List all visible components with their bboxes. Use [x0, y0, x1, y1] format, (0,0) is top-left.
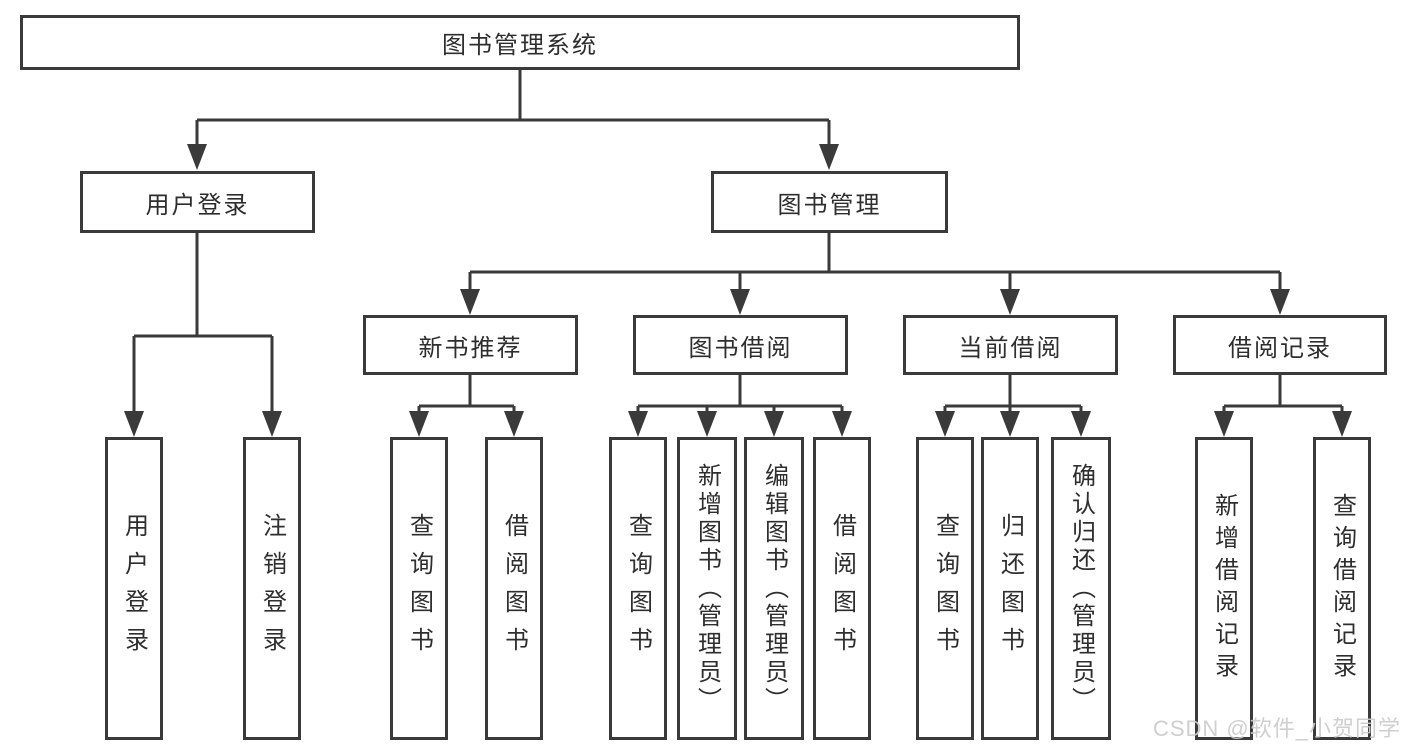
- leaf-label: 确认归还（管理员）: [1067, 462, 1095, 715]
- connector-new-book-recommend-to-leaves: [409, 375, 524, 437]
- node-borrow-records: 借阅记录: [1173, 315, 1387, 375]
- leaf-label: 归还图书: [996, 512, 1024, 665]
- leaf-label: 新增借阅记录: [1210, 492, 1238, 685]
- leaf-query-books-recommend: 查询图书: [390, 437, 448, 740]
- leaf-add-books-admin: 新增图书（管理员）: [677, 437, 737, 740]
- node-book-management: 图书管理: [711, 171, 948, 233]
- node-label: 图书管理系统: [442, 32, 598, 59]
- node-label: 图书管理: [777, 191, 882, 219]
- leaf-borrow-books-recommend: 借阅图书: [485, 437, 543, 740]
- node-user-login: 用户登录: [80, 171, 315, 233]
- leaf-label: 借阅图书: [828, 512, 856, 665]
- node-label: 借阅记录: [1228, 334, 1332, 362]
- csdn-watermark: CSDN @软件_小贺同学: [1152, 716, 1401, 741]
- connector-borrow-records-to-leaves: [1214, 375, 1352, 437]
- leaf-borrow-books: 借阅图书: [813, 437, 871, 740]
- connector-current-borrow-to-leaves: [935, 375, 1091, 437]
- leaf-label: 注销登录: [258, 512, 286, 665]
- node-label: 图书借阅: [688, 334, 793, 362]
- connector-book-borrow-to-leaves: [628, 375, 852, 437]
- node-label: 新书推荐: [418, 334, 523, 362]
- node-library-management-system: 图书管理系统: [20, 15, 1020, 70]
- node-new-book-recommend: 新书推荐: [363, 315, 578, 375]
- leaf-label: 新增图书（管理员）: [693, 462, 721, 715]
- leaf-label: 查询图书: [931, 512, 959, 665]
- leaf-edit-books-admin: 编辑图书（管理员）: [744, 437, 804, 740]
- leaf-label: 用户登录: [120, 512, 148, 665]
- leaf-label: 编辑图书（管理员）: [760, 462, 788, 715]
- leaf-label: 借阅图书: [500, 512, 528, 665]
- leaf-query-books-current: 查询图书: [916, 437, 974, 740]
- leaf-label: 查询图书: [405, 512, 433, 665]
- leaf-label: 查询借阅记录: [1328, 492, 1356, 685]
- leaf-label: 查询图书: [624, 512, 652, 665]
- node-current-borrow: 当前借阅: [903, 315, 1118, 375]
- node-label: 当前借阅: [958, 334, 1063, 362]
- node-book-borrow: 图书借阅: [633, 315, 848, 375]
- leaf-return-books: 归还图书: [981, 437, 1039, 740]
- connector-book-management-to-level3: [460, 233, 1290, 315]
- connector-root-to-level2: [187, 70, 839, 170]
- node-label: 用户登录: [145, 191, 250, 219]
- leaf-logout-login: 注销登录: [243, 437, 301, 740]
- leaf-confirm-return-admin: 确认归还（管理员）: [1051, 437, 1111, 740]
- leaf-query-borrow-record: 查询借阅记录: [1313, 437, 1371, 740]
- connector-user-login-to-leaves: [124, 233, 282, 437]
- leaf-user-login: 用户登录: [105, 437, 163, 740]
- leaf-add-borrow-record: 新增借阅记录: [1195, 437, 1253, 740]
- leaf-query-books-borrow: 查询图书: [609, 437, 667, 740]
